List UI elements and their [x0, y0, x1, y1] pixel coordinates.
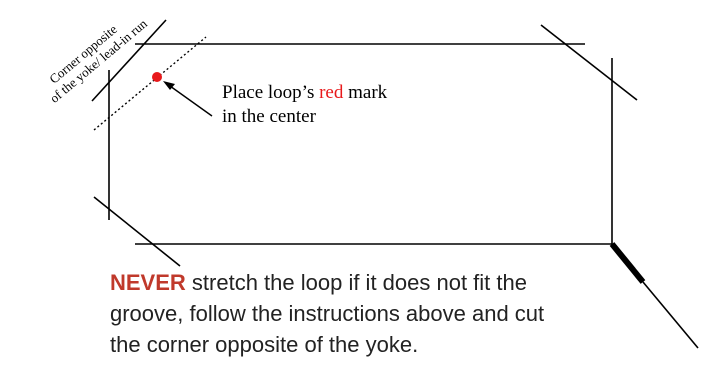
instruction-line2: in the center [222, 106, 317, 127]
warning-line2: groove, follow the instructions above an… [110, 301, 545, 326]
arrow-head-icon [163, 81, 175, 90]
warning-line3: the corner opposite of the yoke. [110, 332, 419, 357]
yoke-thick-segment [609, 242, 646, 284]
warning-line1: NEVER stretch the loop if it does not fi… [110, 267, 670, 298]
warning-line1-rest: stretch the loop if it does not fit the [185, 270, 527, 295]
lead-in-run-line [642, 281, 699, 349]
corner-cut-top-left [91, 19, 167, 102]
warning-text: NEVER stretch the loop if it does not fi… [110, 267, 670, 360]
corner-cut-lines [91, 19, 638, 267]
dotted-center-line [93, 36, 207, 131]
red-mark-dot [152, 72, 162, 82]
instruction-red-word: red [319, 82, 344, 103]
yoke-lead-in [609, 242, 699, 349]
instruction-line1: Place loop’s red mark [222, 82, 388, 103]
warning-never: NEVER [110, 270, 186, 295]
instruction-part2: mark [343, 82, 387, 103]
groove-outline [108, 43, 613, 245]
corner-cut-top-right [540, 24, 638, 101]
corner-cut-bottom-left [93, 196, 181, 267]
pointer-arrow [163, 81, 213, 117]
instruction-part1: Place loop’s [222, 82, 319, 103]
